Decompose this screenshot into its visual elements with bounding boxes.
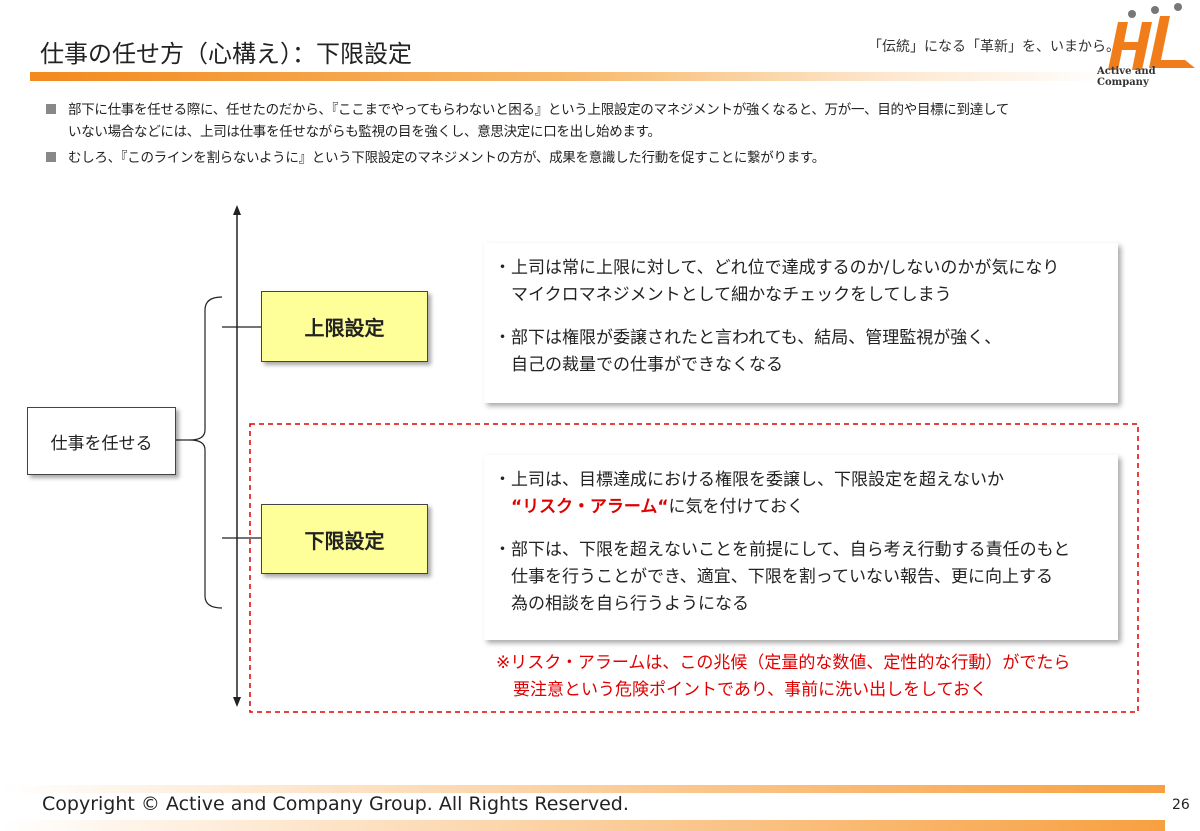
note-text: ※リスク・アラームは、この兆候（定量的な数値、定性的な行動）がでたら xyxy=(496,653,1071,673)
bullet-text: むしろ、『このラインを割らないように』という下限設定のマネジメントの方が、成果を… xyxy=(68,150,825,166)
logo-text: Active and Company xyxy=(1097,66,1156,88)
bullet-2: むしろ、『このラインを割らないように』という下限設定のマネジメントの方が、成果を… xyxy=(46,147,1166,169)
bullet-text: いない場合などには、上司は仕事を任せながらも監視の目を強くし、意思決定に口を出し… xyxy=(68,124,661,140)
page-number: 26 xyxy=(1172,797,1190,813)
square-bullet-icon xyxy=(46,104,56,114)
square-bullet-icon xyxy=(46,152,56,162)
root-node: 仕事を任せる xyxy=(27,407,176,475)
note-text: 要注意という危険ポイントであり、事前に洗い出しをしておく xyxy=(496,680,988,700)
lower-limit-description: ・上司は、目標達成における権限を委譲し、下限設定を超えないか “リスク・アラーム… xyxy=(484,455,1118,640)
point-text: 為の相談を自ら行うようになる xyxy=(494,594,749,614)
page-title: 仕事の任せ方（心構え）：下限設定 xyxy=(40,40,412,68)
footer-bar xyxy=(0,785,1165,793)
risk-alarm-text: “リスク・アラーム“ xyxy=(511,497,669,517)
bullet-text: 部下に仕事を任せる際に、任せたのだから、『ここまでやってもらわないと困る』という… xyxy=(68,102,1009,118)
point-text: ・上司は常に上限に対して、どれ位で達成するのか/しないのかが気になり xyxy=(494,258,1060,278)
upper-limit-description: ・上司は常に上限に対して、どれ位で達成するのか/しないのかが気になり マイクロマ… xyxy=(484,243,1118,403)
point-text: ・上司は、目標達成における権限を委譲し、下限設定を超えないか xyxy=(494,470,1004,490)
point-text: マイクロマネジメントとして細かなチェックをしてしまう xyxy=(494,285,952,305)
upper-limit-node: 上限設定 xyxy=(261,291,428,362)
point-text: ・部下は、下限を超えないことを前提にして、自ら考え行動する責任のもと xyxy=(494,540,1071,560)
lower-limit-node: 下限設定 xyxy=(261,504,428,574)
footer-bar xyxy=(0,820,1165,831)
point-text: 仕事を行うことができ、適宜、下限を割っていない報告、更に向上する xyxy=(494,567,1053,587)
bullet-1: 部下に仕事を任せる際に、任せたのだから、『ここまでやってもらわないと困る』という… xyxy=(46,99,1166,143)
point-text: ・部下は権限が委譲されたと言われても、結局、管理監視が強く、 xyxy=(494,328,1002,348)
point-text: に気を付けておく xyxy=(668,497,805,517)
point-text: 自己の裁量での仕事ができなくなる xyxy=(494,355,783,375)
tagline: 「伝統」になる「革新」を、いまから。 xyxy=(868,39,1120,55)
copyright: Copyright © Active and Company Group. Al… xyxy=(42,793,629,815)
title-underline xyxy=(30,72,1110,81)
company-logo-icon xyxy=(1108,3,1195,70)
risk-alarm-note: ※リスク・アラームは、この兆候（定量的な数値、定性的な行動）がでたら 要注意とい… xyxy=(496,650,1070,704)
